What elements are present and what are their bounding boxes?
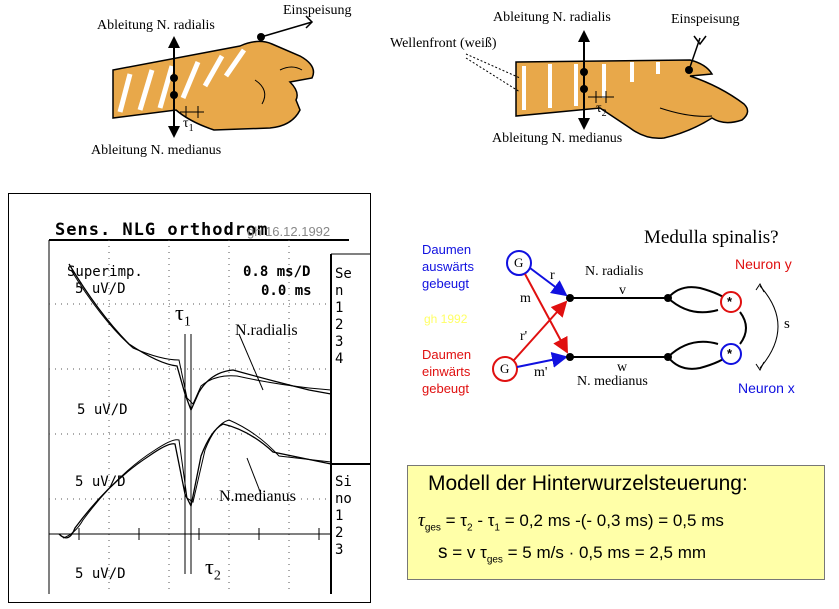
model-title: Modell der Hinterwurzelsteuerung: bbox=[428, 472, 748, 495]
label-neuron-y: Neuron y bbox=[735, 256, 792, 272]
neuron-x-star: * bbox=[727, 346, 733, 361]
label-wellenfront: Wellenfront (weiß) bbox=[390, 36, 497, 51]
label-m: m bbox=[520, 291, 531, 306]
hand-left-shape bbox=[112, 40, 315, 131]
node-g-top: G bbox=[514, 255, 524, 270]
scope-scale-4: 5 uV/D bbox=[75, 566, 126, 582]
hand-right-shape bbox=[515, 59, 749, 140]
scope-label-medianus: N.medianus bbox=[219, 488, 296, 505]
oscilloscope-traces bbox=[48, 239, 370, 594]
neuron-y-star: * bbox=[727, 294, 733, 309]
label-w: w bbox=[617, 360, 628, 375]
watermark-gh: gh 1992 bbox=[424, 312, 468, 326]
neuron-x-circle bbox=[720, 343, 742, 365]
label-ableitung-medianus-left: Ableitung N. medianus bbox=[91, 143, 222, 158]
model-equation-s: s = v τges = 5 m/s · 0,5 ms = 2,5 mm bbox=[438, 542, 707, 566]
oscilloscope-panel: Sens. NLG orthodrom gh 16.12.1992 Superi… bbox=[8, 193, 371, 603]
label-n-medianus: N. medianus bbox=[577, 374, 648, 389]
scope-offset: 0.0 ms bbox=[261, 283, 312, 299]
label-ableitung-radialis-left: Ableitung N. radialis bbox=[97, 18, 215, 33]
label-m-prime: m' bbox=[534, 365, 548, 380]
node-g-bottom: G bbox=[500, 361, 510, 376]
ganglion-bottom bbox=[492, 356, 518, 382]
scope-label-radialis: N.radialis bbox=[235, 322, 298, 339]
neuron-y-circle bbox=[720, 291, 742, 313]
label-r: r bbox=[550, 268, 555, 283]
ganglion-top bbox=[506, 250, 532, 276]
label-ableitung-radialis-right: Ableitung N. radialis bbox=[493, 10, 611, 25]
wavefront-stripes-left bbox=[117, 48, 247, 113]
label-r-prime: r' bbox=[520, 329, 528, 344]
scope-scale-1: 5 uV/D bbox=[75, 281, 126, 297]
label-einspeisung-right: Einspeisung bbox=[671, 12, 740, 27]
network-title: Medulla spinalis? bbox=[644, 227, 779, 248]
label-einspeisung-left: Einspeisung bbox=[283, 3, 352, 18]
label-s: s bbox=[784, 316, 790, 332]
scope-scale-2: 5 uV/D bbox=[77, 402, 128, 418]
tau2-label-right: τ2 bbox=[596, 101, 607, 119]
label-v: v bbox=[619, 283, 626, 298]
label-neuron-x: Neuron x bbox=[738, 380, 795, 396]
label-ableitung-medianus-right: Ableitung N. medianus bbox=[492, 131, 623, 146]
scope-tau2: τ2 bbox=[205, 554, 221, 584]
model-box: Modell der Hinterwurzelsteuerung: τges =… bbox=[407, 465, 825, 580]
model-equation-tau: τges = τ2 - τ1 = 0,2 ms -(- 0,3 ms) = 0,… bbox=[418, 510, 724, 534]
tau1-label-left: τ1 bbox=[183, 116, 194, 134]
scope-title: Sens. NLG orthodrom bbox=[55, 220, 269, 240]
scope-tau1: τ1 bbox=[175, 300, 191, 330]
scope-scale-3: 5 uV/D bbox=[75, 474, 126, 490]
scope-date-stamp: gh 16.12.1992 bbox=[247, 224, 331, 239]
scope-timebase: 0.8 ms/D bbox=[243, 264, 311, 280]
scope-superimp: Superimp. bbox=[67, 264, 143, 280]
label-n-radialis: N. radialis bbox=[585, 264, 644, 279]
wavefront-stripes-right bbox=[522, 62, 660, 110]
